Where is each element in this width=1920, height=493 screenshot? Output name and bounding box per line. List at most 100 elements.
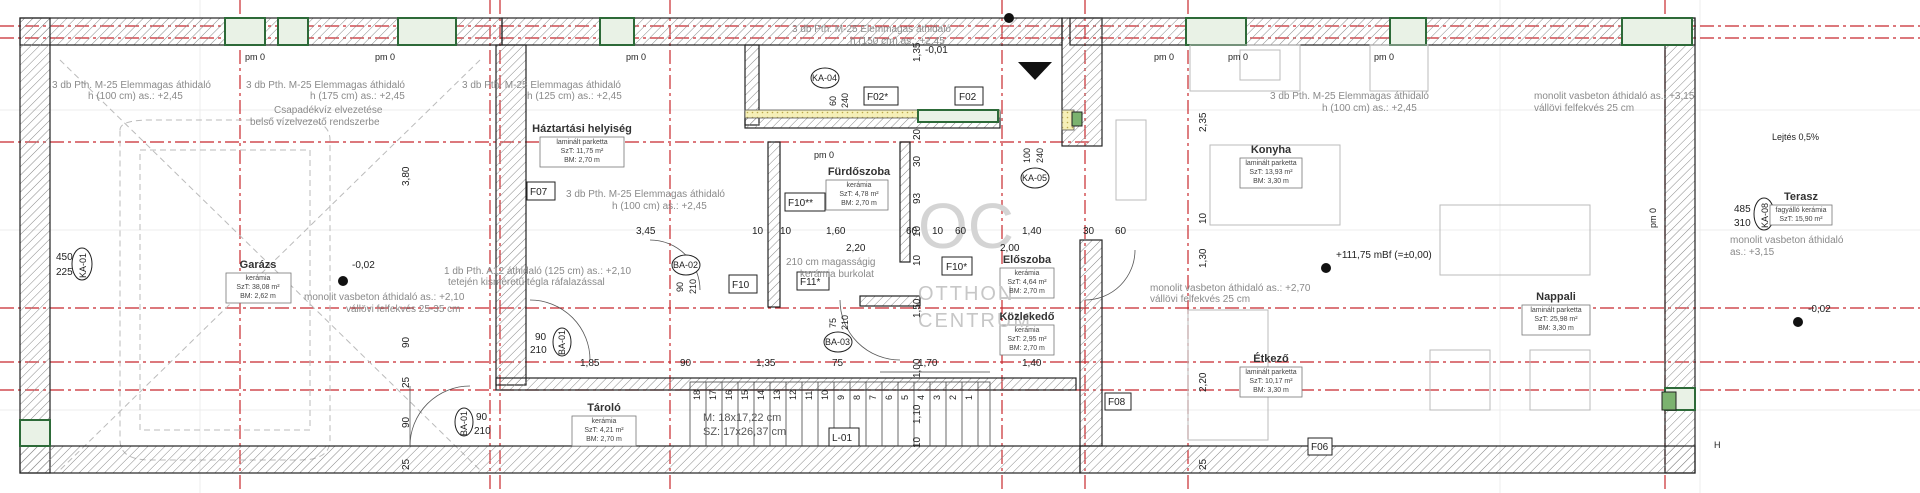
tag-f06: F06 — [1311, 442, 1329, 453]
lintel-note-3: 3 db Pth. M-25 Elemmagas áthidaló — [462, 80, 621, 91]
level-pm0-4: pm 0 — [1154, 52, 1174, 62]
room-name: Előszoba — [1003, 254, 1052, 266]
level-minus-2: -0,02 — [352, 260, 375, 271]
room-area: SzT: 38,08 m² — [236, 284, 280, 291]
tile-note-2: kerámia burkolat — [800, 269, 874, 280]
room-name: Konyha — [1251, 144, 1292, 156]
room-area: SzT: 11,75 m² — [561, 148, 604, 155]
vdim-10-a: 10 — [912, 225, 923, 237]
tag-ka08: KA-08 — [1760, 203, 1770, 228]
stair-step-number: 18 — [692, 390, 702, 400]
vdim-1-00: 1,00 — [912, 358, 923, 378]
stair-step-number: 5 — [900, 395, 910, 400]
vdim-1-30: 1,30 — [1198, 248, 1209, 268]
watermark-line2: CENTRUM — [918, 310, 1032, 332]
dim-10-a: 10 — [752, 226, 764, 237]
vdim-1-35: 1,35 — [912, 42, 923, 62]
vdim-10-c: 10 — [912, 436, 923, 448]
dim-60-b: 60 — [955, 226, 967, 237]
level-pm0-2: pm 0 — [375, 52, 395, 62]
tag-ka04: KA-04 — [812, 73, 837, 83]
room-height: BM: 2,70 m — [841, 200, 877, 207]
room-finish: kerámia — [592, 418, 617, 425]
lintel-note-2: 3 db Pth. M-25 Elemmagas áthidaló — [246, 80, 405, 91]
tag-ka05: KA-05 — [1022, 173, 1047, 183]
room-name: Garázs — [240, 259, 277, 271]
room-height: BM: 3,30 m — [1538, 325, 1574, 332]
dim-75: 75 — [832, 358, 844, 369]
lintel-note-4: 3 db Pth. M-25 Elemmagas áthidaló — [792, 24, 951, 35]
monolith-note-4b: as.: +3,15 — [1730, 247, 1775, 258]
room-name: Tároló — [587, 402, 621, 414]
room-name: Fürdőszoba — [828, 166, 891, 178]
vdim-20: 20 — [912, 128, 923, 140]
stair-step-number: 13 — [772, 390, 782, 400]
dim-1-85: 1,85 — [580, 358, 600, 369]
watermark-line1: OTTHON — [918, 283, 1014, 305]
tag-f11: F11* — [800, 277, 820, 288]
vdim-30-a: 30 — [912, 155, 923, 167]
level-pm0-6: pm 0 — [1374, 52, 1394, 62]
monolith-note-3: monolit vasbeton áthidaló as.: +2,70 — [1150, 283, 1311, 294]
lintel-note-4b: h (150 cm) as.: +2,45 — [850, 36, 945, 47]
room-area: SzT: 4,21 m² — [584, 427, 624, 434]
room-name: Háztartási helyiség — [532, 123, 632, 135]
stair-step-number: 9 — [836, 395, 846, 400]
tag-f07: F07 — [530, 187, 548, 198]
vdim-10-d: 10 — [1198, 212, 1209, 224]
tag-f10b: F10 — [732, 280, 750, 291]
dim-2-20: 2,20 — [846, 243, 866, 254]
stair-step-number: 2 — [948, 395, 958, 400]
tag-ka01: KA-01 — [78, 253, 88, 278]
level-pm0-8: pm 0 — [1648, 208, 1658, 228]
room-area: SzT: 10,17 m² — [1249, 378, 1293, 385]
vdim-90-a: 90 — [401, 336, 412, 348]
room-height: BM: 3,30 m — [1253, 387, 1289, 394]
dim-10-b: 10 — [780, 226, 792, 237]
room-area: SzT: 4,78 m² — [839, 191, 879, 198]
lintel-note-6: 3 db Pth. M-25 Elemmagas áthidaló — [1270, 91, 1429, 102]
watermark-logo: OC — [918, 190, 1014, 262]
opening-ka05-width: 100 — [1022, 148, 1032, 163]
vdim-25-a: 25 — [401, 376, 412, 388]
room-finish: laminált parketta — [1530, 307, 1581, 314]
dim-90: 90 — [680, 358, 692, 369]
top-windows — [19, 17, 1696, 447]
opening-ba01a-width: 90 — [535, 332, 547, 343]
room-height: BM: 2,70 m — [1009, 345, 1045, 352]
room-finish: laminált parketta — [1245, 160, 1296, 167]
lintel-note-6b: h (100 cm) as.: +2,45 — [1322, 103, 1417, 114]
north-arrow-icon — [1018, 62, 1052, 80]
opening-ba01b-width: 90 — [476, 412, 488, 423]
stair-step-number: 11 — [804, 391, 814, 400]
tag-outlines — [71, 67, 1775, 437]
room-height: BM: 2,70 m — [1009, 288, 1045, 295]
stair-step-number: 14 — [756, 390, 766, 400]
lintel-a12-note: 1 db Pth. A12 áthidaló (125 cm) as.: +2,… — [444, 266, 632, 277]
reference-level: +111,75 mBf (=±0,00) — [1336, 250, 1432, 261]
room-info-boxes — [225, 136, 1833, 447]
lintel-note-1: 3 db Pth. M-25 Elemmagas áthidaló — [52, 80, 211, 91]
stair-step-number: 6 — [884, 395, 894, 400]
tag-ba02: BA-02 — [673, 260, 698, 270]
lintel-note-5: 3 db Pth. M-25 Elemmagas áthidaló — [566, 189, 725, 200]
tag-ba01b: BA-01 — [459, 411, 469, 436]
stair-step-number: 12 — [788, 390, 798, 400]
room-area: SzT: 25,98 m² — [1534, 316, 1578, 323]
monolith-note-3b: vállövi felfekvés 25 cm — [1150, 294, 1250, 305]
room-area: SzT: 4,64 m² — [1007, 279, 1047, 286]
opening-ba02-width: 90 — [675, 282, 685, 292]
lintel-note-3b: h (125 cm) as.: +2,45 — [527, 91, 622, 102]
level-pm0-1: pm 0 — [245, 52, 265, 62]
column-markers — [1071, 111, 1677, 411]
level-minus-1: -0,01 — [925, 45, 948, 56]
vdim-1-10: 1,10 — [912, 404, 923, 424]
misc-h-label: H — [1714, 440, 1721, 450]
room-name: Étkező — [1253, 352, 1289, 365]
opening-ba01b-height: 210 — [474, 426, 491, 437]
stair-step-number: 8 — [852, 395, 862, 400]
opening-ka08-width: 485 — [1734, 204, 1751, 215]
room-name: Közlekedő — [999, 311, 1054, 323]
tag-f10c: F10* — [946, 262, 967, 273]
